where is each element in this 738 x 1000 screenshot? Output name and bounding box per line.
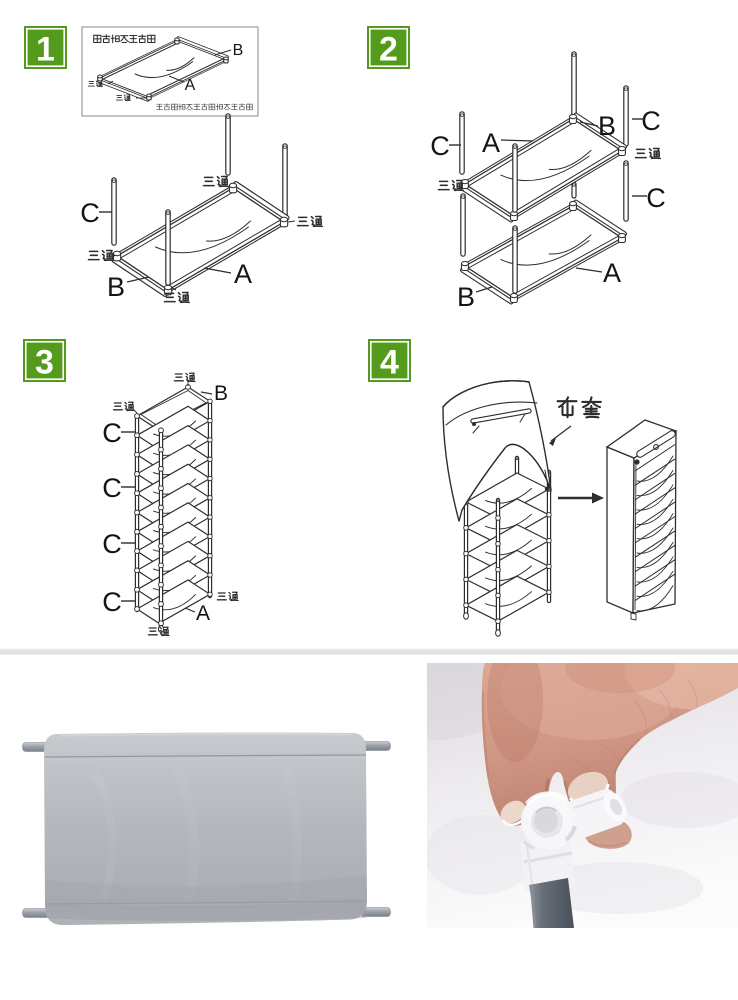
svg-text:C: C <box>102 529 122 559</box>
svg-text:B: B <box>598 111 616 141</box>
svg-text:A: A <box>603 258 621 288</box>
svg-text:C: C <box>430 131 450 161</box>
svg-text:B: B <box>233 42 244 59</box>
svg-text:C: C <box>102 418 122 448</box>
svg-text:4: 4 <box>380 344 399 382</box>
svg-text:A: A <box>185 77 196 94</box>
svg-text:B: B <box>457 282 475 312</box>
svg-text:B: B <box>214 382 228 405</box>
svg-text:B: B <box>107 272 125 302</box>
svg-text:A: A <box>196 602 210 625</box>
svg-text:C: C <box>102 587 122 617</box>
svg-text:C: C <box>102 473 122 503</box>
svg-text:C: C <box>641 106 661 136</box>
svg-text:1: 1 <box>36 31 55 69</box>
svg-text:C: C <box>80 198 100 228</box>
svg-text:A: A <box>234 259 252 289</box>
svg-text:3: 3 <box>35 344 54 382</box>
svg-text:2: 2 <box>379 31 398 69</box>
svg-text:C: C <box>646 183 666 213</box>
svg-text:A: A <box>482 128 500 158</box>
